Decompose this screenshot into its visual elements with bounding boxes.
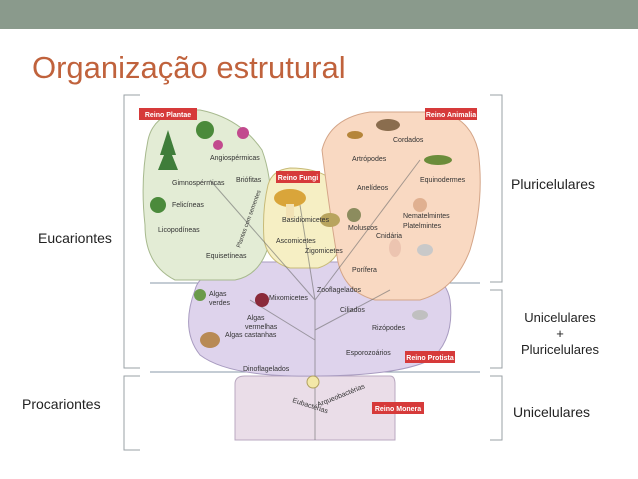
algas-castanhas-label: Algas castanhas [225,332,277,339]
unicelulares-label: Unicelulares [513,404,591,420]
unicelulares-bracket [490,375,503,441]
esporozoarios-label: Esporozoários [346,350,391,357]
mixed-line1: Unicelulares [524,310,596,325]
pluricelulares-label: Pluricelulares [511,176,596,192]
felicineas-label: Felicíneas [172,202,204,209]
porifera-label: Porífera [352,267,377,274]
mushroom-cap-icon [274,189,306,207]
jellyfish-icon [389,239,401,257]
moluscos-label: Moluscos [348,225,378,232]
zooflagelados-label: Zooflagelados [317,287,361,294]
fungi-label: Reino Fungi [278,175,318,182]
monera-label: Reino Monera [375,406,421,413]
monera-badge [372,402,424,414]
amoeba-icon [412,310,428,320]
ascomicetes-label: Ascomicetes [276,238,316,245]
plantae-badge [139,108,197,120]
protista-label: Reino Protista [406,355,454,362]
algas-vermelhas-label: Algas [247,315,265,322]
ciliados-label: Ciliados [340,307,365,314]
eucariontes-label: Eucariontes [38,230,112,246]
nematelmintes-label: Nematelmintes [403,213,450,220]
algas-vermelhas-label-2: vermelhas [245,324,278,331]
plantae-label: Reino Plantae [145,112,191,119]
mixed-cellularity-label: Unicelulares + Pluricelulares [510,310,610,358]
sac-fungi-icon [320,213,340,227]
flower-icon [237,127,249,139]
fern-icon [150,197,166,213]
algas-verdes-label: Algas [209,291,227,298]
briofitas-label: Briófitas [236,177,262,184]
licopodineas-label: Licopodíneas [158,227,200,234]
artropodes-label: Artrópodes [352,156,387,163]
algas-verdes-label-2: verdes [209,300,231,307]
sponge-icon [417,244,433,256]
basidiomicetes-label: Basidiomicetes [282,217,330,224]
eucariontes-bracket [123,94,140,369]
slide-title: Organização estrutural [32,50,346,85]
mixed-line2: Pluricelulares [520,342,600,357]
conifer-icon [158,145,178,170]
cordados-label: Cordados [393,137,424,144]
angiospermicas-label: Angiospérmicas [210,155,260,162]
top-bar [0,0,638,29]
tree-branches [209,159,421,440]
bird-icon [347,131,363,139]
zigomicetes-label: Zigomicetes [305,248,343,255]
equinodermes-label: Equinodermes [420,177,466,184]
pluricelulares-bracket [490,94,503,283]
mixed-bracket [490,289,503,369]
red-alga-icon [255,293,269,307]
cnidaria-label: Cnidária [376,233,402,240]
dinoflagelados-label: Dinoflagelados [243,366,290,373]
mixed-plus: + [556,326,564,341]
protista-badge [405,351,455,363]
palm-icon [196,121,214,139]
bacterium-icon [306,375,320,389]
flower-icon [213,140,223,150]
procariontes-bracket [123,375,140,451]
mammal-icon [376,119,400,131]
conifer-icon [160,130,176,155]
fish-icon [424,155,452,165]
anelideos-label: Anelídeos [357,185,389,192]
mixomicetes-label: Mixomicetes [269,295,308,302]
gimnospermicas-label: Gimnospérmicas [172,180,225,187]
green-alga-icon [194,289,206,301]
platelmintes-label: Platelmintes [403,223,442,230]
procariontes-label: Procariontes [22,396,101,412]
mushroom-stem-icon [286,204,294,218]
fungi-badge [276,171,320,183]
animalia-label: Reino Animalia [426,112,476,119]
starfish-icon [413,198,427,212]
equisetineas-label: Equisetíneas [206,253,247,260]
snail-icon [347,208,361,222]
rizopodes-label: Rizópodes [372,325,406,332]
animalia-badge [425,108,477,120]
brown-alga-icon [200,332,220,348]
